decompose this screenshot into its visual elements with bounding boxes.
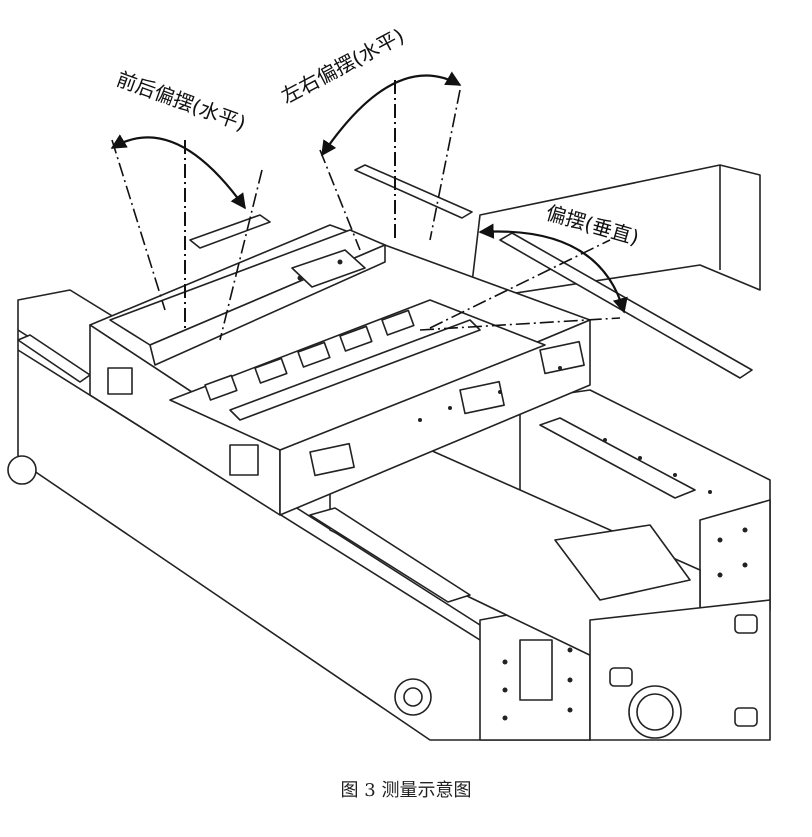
measure-bar-top — [354, 164, 473, 219]
v-swing-arc — [478, 223, 628, 314]
fb-swing-arc — [110, 134, 246, 210]
right-guide-rail — [539, 417, 696, 499]
center-guide-rail — [309, 507, 471, 603]
v-ref-line — [419, 317, 621, 331]
lr-swing-arc — [321, 71, 462, 157]
top-plate — [291, 249, 366, 288]
figure-caption: 图 3 测量示意图 — [340, 780, 472, 801]
bed-window — [519, 639, 553, 701]
rear-rail — [189, 214, 271, 249]
